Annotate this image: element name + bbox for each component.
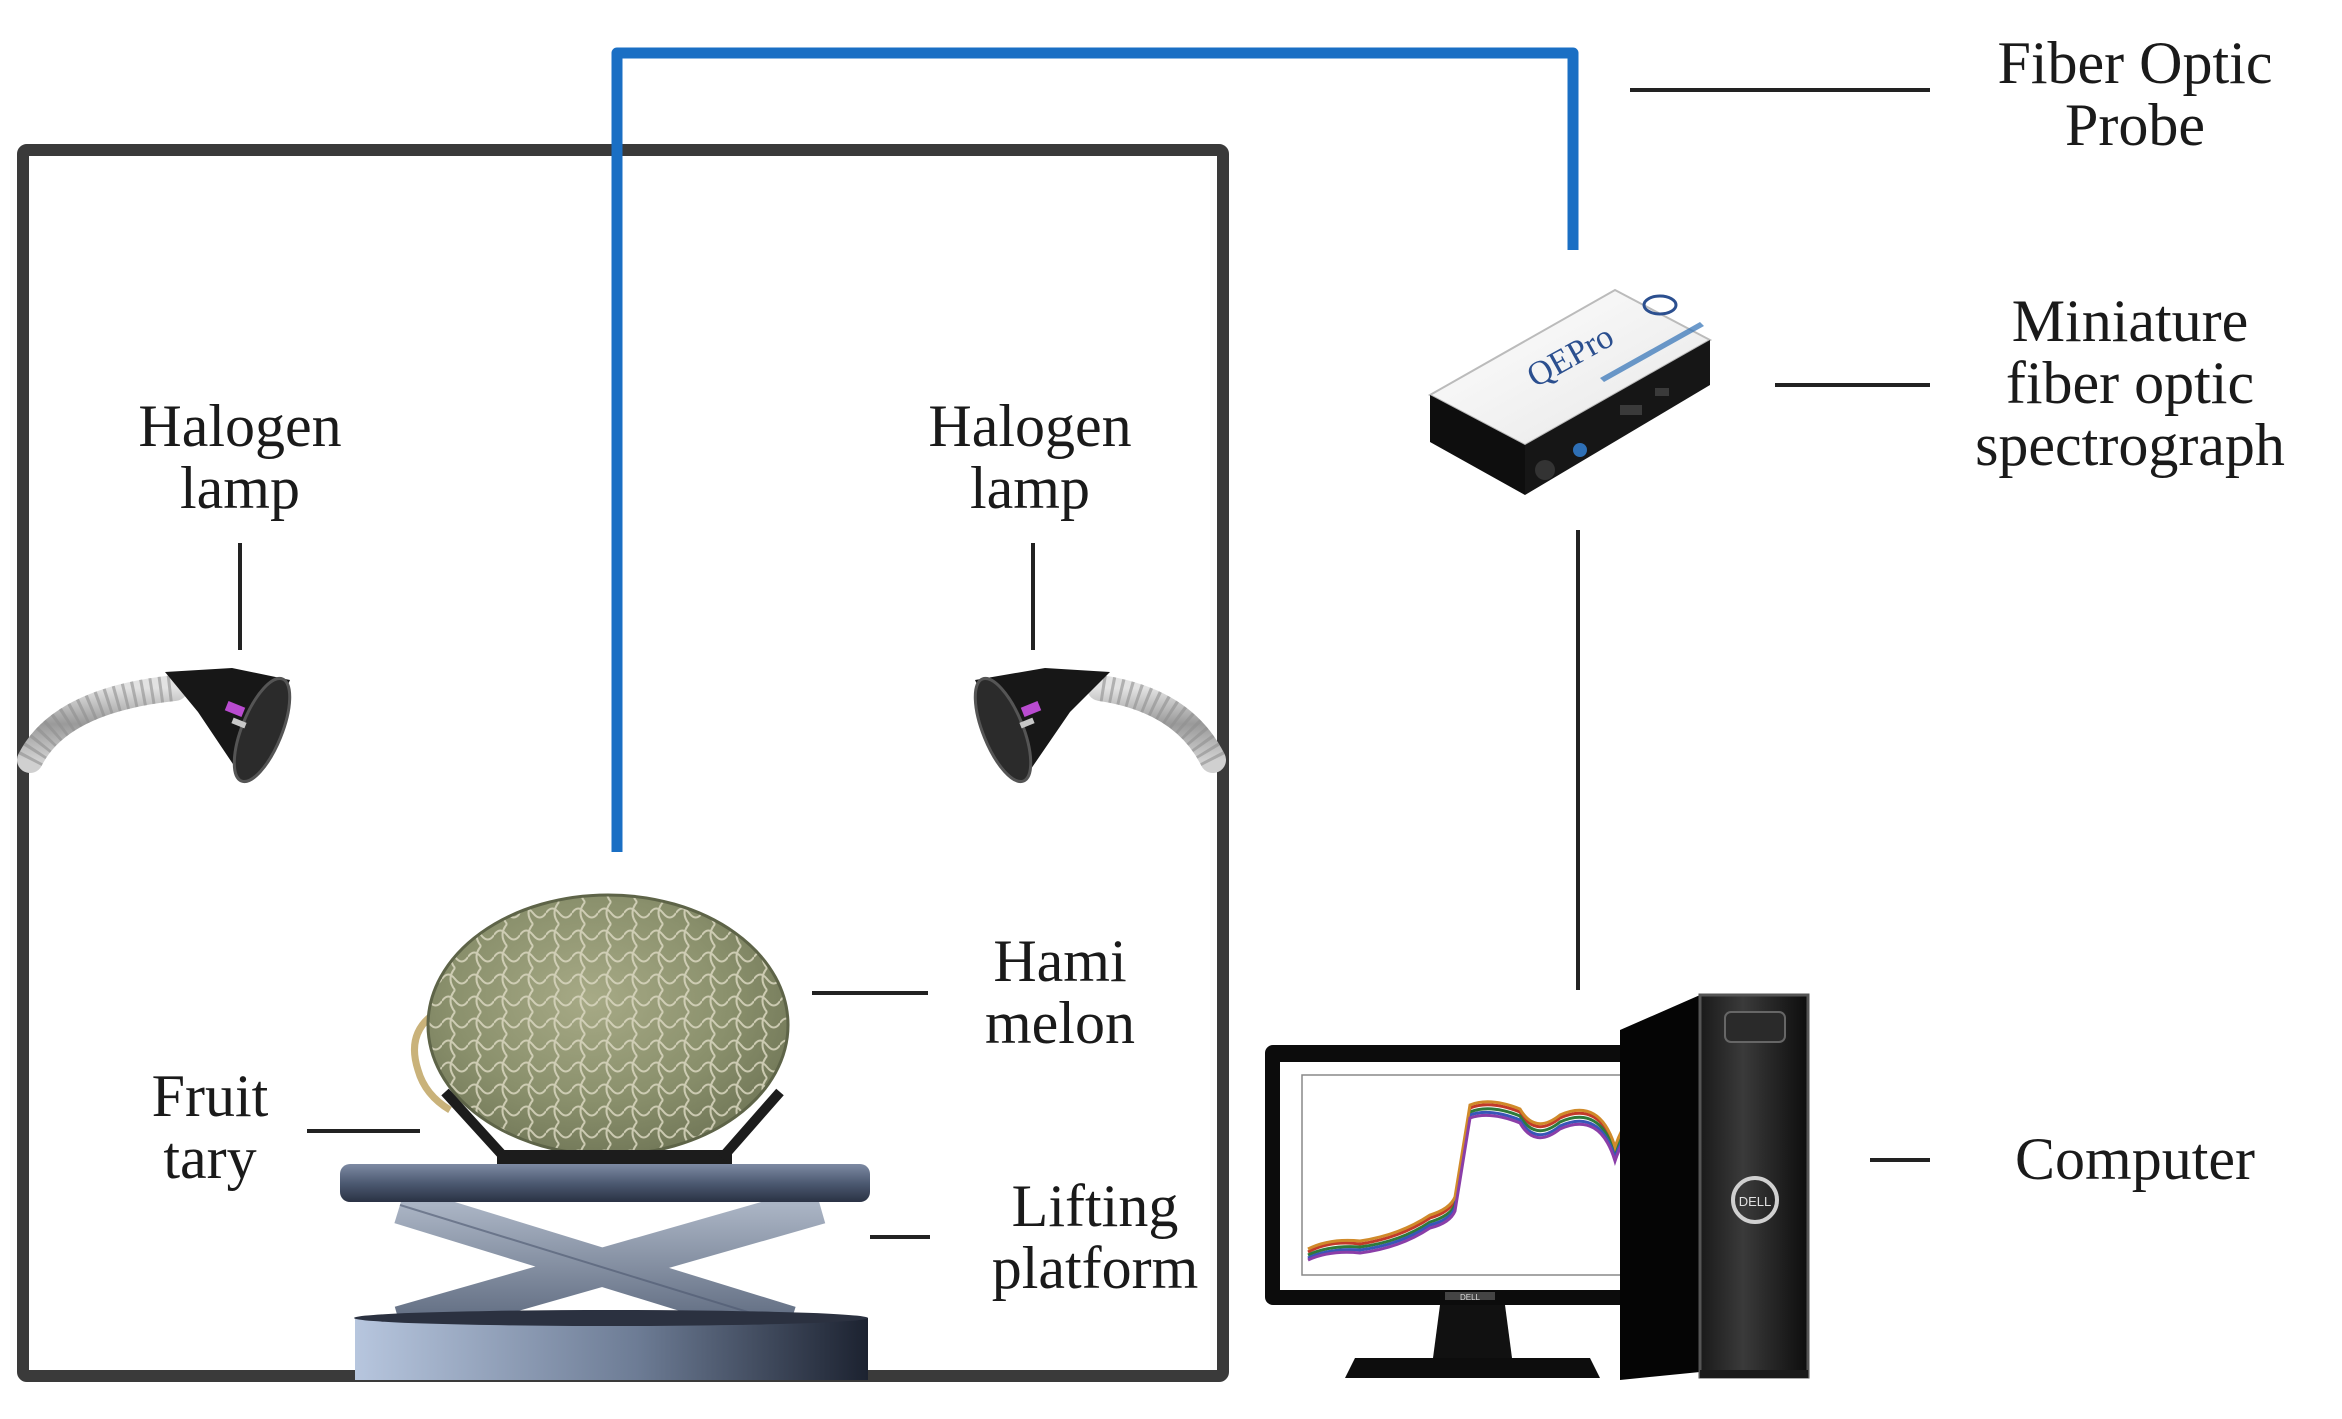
label-lifting-platform: Lifting platform <box>991 1173 1199 1301</box>
computer-icon: DELL <box>1265 1045 1675 1378</box>
fiber-optic-cable <box>611 47 1579 852</box>
spectrometer-icon: QEPro <box>1427 288 1713 495</box>
monitor-brand-label: DELL <box>1460 1293 1481 1302</box>
label-halogen-lamp-left: Halogen lamp <box>138 393 342 521</box>
tower-brand-label: DELL <box>1739 1194 1772 1209</box>
halogen-lamp-left <box>17 668 292 784</box>
leader-lines <box>238 88 1930 1239</box>
label-fiber-optic-probe: Fiber Optic Probe <box>1997 30 2273 158</box>
hami-melon <box>411 893 790 1157</box>
label-computer: Computer <box>2015 1126 2255 1192</box>
spectra-curves <box>1307 1100 1646 1262</box>
halogen-lamp-right <box>973 668 1226 784</box>
pc-tower: DELL <box>1620 993 1810 1380</box>
fruit-tray <box>441 1088 784 1164</box>
label-halogen-lamp-right: Halogen lamp <box>928 393 1132 521</box>
label-fruit-tray: Fruit tary <box>151 1063 269 1191</box>
label-spectrograph: Miniature fiber optic spectrograph <box>1975 288 2285 478</box>
label-hami-melon: Hami melon <box>985 928 1135 1056</box>
lifting-platform <box>340 1164 870 1380</box>
